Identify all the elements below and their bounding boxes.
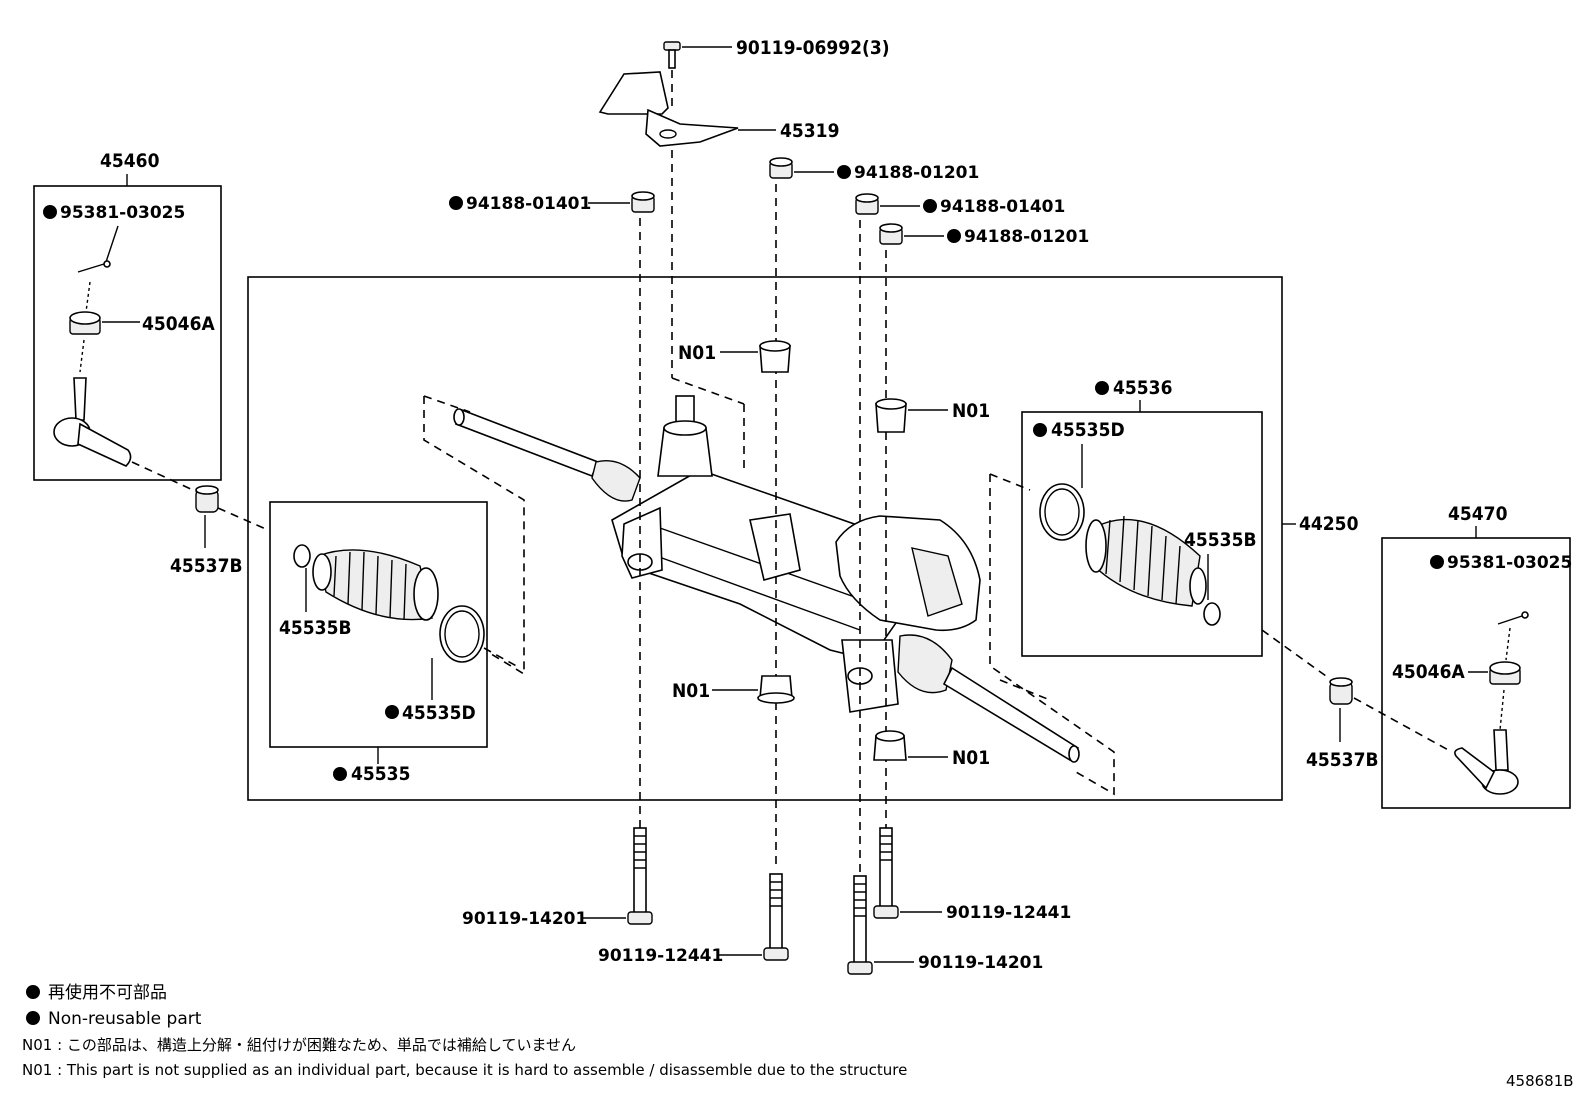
lock-nut-right-label: 45537B [1306, 749, 1379, 771]
rack-gear-assembly-label: 44250 [1299, 513, 1359, 535]
non-reusable-marker [837, 165, 851, 179]
bushing-n01-top-left [759, 340, 791, 373]
non-reusable-marker [1095, 381, 1109, 395]
non-reusable-marker [333, 767, 347, 781]
non-reusable-marker [1033, 423, 1047, 437]
bushing-n01-bottom-left [757, 675, 795, 704]
nut-94188-01201-b [879, 223, 903, 245]
clip-right-label: 45535B [1184, 529, 1257, 551]
lock-nut-left [195, 485, 219, 513]
bushing-n01-bottom-right [873, 730, 907, 761]
nut-94188-01401-right-label: 94188-01401 [940, 197, 1065, 217]
heat-insulator-part [598, 71, 739, 147]
tie-rod-end-left-part [53, 377, 132, 467]
nut-94188-01201-a [769, 157, 793, 179]
rack-assembly-box [247, 276, 1283, 801]
clip-right [1203, 602, 1221, 626]
nut-94188-01401-left-label: 94188-01401 [466, 194, 591, 214]
tie-rod-end-right-part [1454, 729, 1519, 795]
non-reusable-marker [1430, 555, 1444, 569]
bolt-90119-06992 [663, 41, 681, 69]
non-reusable-marker [26, 985, 40, 999]
nut-94188-01401-left [631, 191, 655, 213]
clip-left [293, 544, 311, 568]
castle-nut-left-label: 45046A [142, 313, 215, 335]
clamp-left-label: 45535D [402, 702, 476, 724]
bolt-90119-06992-label: 90119-06992(3) [736, 37, 890, 59]
non-reusable-marker [947, 229, 961, 243]
n01-top-left-label: N01 [678, 342, 716, 364]
clip-left-label: 45535B [279, 617, 352, 639]
castle-nut-right [1489, 661, 1521, 685]
n01-bottom-right-label: N01 [952, 747, 990, 769]
legend-non-reusable-jp: 再使用不可部品 [48, 982, 167, 1003]
cotter-pin-right-label: 95381-03025 [1447, 553, 1572, 573]
cotter-pin-left [77, 260, 111, 273]
bolt-90119-12441-right-label: 90119-12441 [946, 903, 1071, 923]
non-reusable-marker [449, 196, 463, 210]
bushing-n01-top-right [875, 398, 907, 433]
nut-94188-01201-b-label: 94188-01201 [964, 227, 1089, 247]
bolt-90119-12441-right [873, 827, 899, 919]
boot-kit-right-label: 45536 [1113, 377, 1172, 399]
n01-top-right-label: N01 [952, 400, 990, 422]
bolt-90119-12441-left [763, 873, 789, 961]
boot-kit-right-box [1021, 411, 1263, 657]
n01-bottom-left-label: N01 [672, 680, 710, 702]
boot-right [1085, 515, 1207, 607]
bolt-90119-14201-right-label: 90119-14201 [918, 953, 1043, 973]
steering-rack-body [453, 395, 1080, 763]
non-reusable-marker [385, 705, 399, 719]
bolt-90119-14201-right [847, 875, 873, 975]
legend-non-reusable-en: Non-reusable part [48, 1009, 202, 1029]
cotter-pin-left-label: 95381-03025 [60, 203, 185, 223]
castle-nut-left [69, 311, 101, 335]
non-reusable-marker [26, 1011, 40, 1025]
diagram-id: 458681B [1506, 1072, 1574, 1090]
boot-left [312, 549, 439, 621]
nut-94188-01401-right [855, 193, 879, 215]
legend-n01-note-en: N01 : This part is not supplied as an in… [22, 1061, 907, 1079]
lock-nut-right [1329, 677, 1353, 705]
legend-n01-note-jp: N01 : この部品は、構造上分解・組付けが困難なため、単品では補給していません [22, 1036, 576, 1054]
lock-nut-left-label: 45537B [170, 555, 243, 577]
non-reusable-marker [923, 199, 937, 213]
heat-insulator-label: 45319 [780, 120, 839, 142]
tie-rod-end-right-label: 45470 [1448, 503, 1508, 525]
nut-94188-01201-a-label: 94188-01201 [854, 163, 979, 183]
cotter-pin-right [1497, 611, 1529, 625]
clamp-right [1039, 483, 1085, 541]
boot-kit-left-label: 45535 [351, 763, 410, 785]
non-reusable-marker [43, 205, 57, 219]
bolt-90119-14201-left-label: 90119-14201 [462, 909, 587, 929]
clamp-left [439, 605, 485, 663]
clamp-right-label: 45535D [1051, 419, 1125, 441]
tie-rod-end-left-label: 45460 [100, 150, 160, 172]
bolt-90119-14201-left [627, 827, 653, 925]
bolt-90119-12441-left-label: 90119-12441 [598, 946, 723, 966]
castle-nut-right-label: 45046A [1392, 661, 1465, 683]
